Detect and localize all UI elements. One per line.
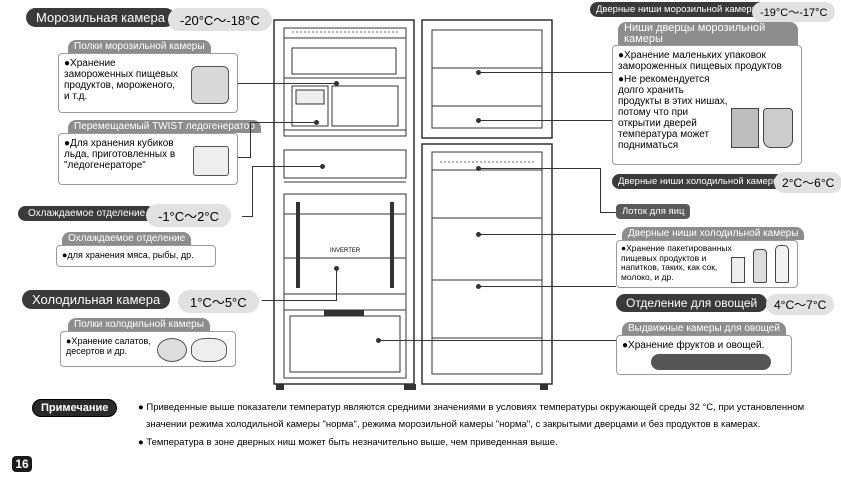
ice-maker-title: Перемещаемый TWIST ледогенератор xyxy=(68,120,261,133)
vegetable-title: Отделение для овощей xyxy=(616,294,768,312)
fridge-door-text: ●Хранение пакетированных пищевых продукт… xyxy=(621,243,732,282)
ice-maker-box: ●Для хранения кубиков льда, приготовленн… xyxy=(58,133,238,185)
vegetable-box-title: Выдвижные камеры для овощей xyxy=(622,322,786,335)
chill-title: Охлаждаемое отделение xyxy=(18,206,156,221)
vegetable-box: ●Хранение фруктов и овощей. xyxy=(616,335,792,375)
freezer-title: Морозильная камера xyxy=(26,8,175,27)
vegetable-box-text: ●Хранение фруктов и овощей. xyxy=(622,340,765,351)
egg-tray-label: Лоток для яиц xyxy=(616,204,691,219)
milk-carton-icon xyxy=(731,257,745,283)
freezer-shelves-text: ●Хранение замороженных пищевых продуктов… xyxy=(64,58,179,102)
fridge-title: Холодильная камера xyxy=(22,290,171,309)
freezer-door-temp: -19°C～-17°C xyxy=(752,2,836,22)
ice-maker-text: ●Для хранения кубиков льда, приготовленн… xyxy=(64,138,176,171)
fridge-door-title: Дверные ниши холодильной камеры xyxy=(612,174,786,189)
fridge-door-temp: 2°C～6°C xyxy=(774,172,841,193)
note-line-1: ● Приведенные выше показатели температур… xyxy=(138,402,805,413)
freezer-temp: -20°C～-18°C xyxy=(168,8,272,31)
fridge-shelves-box: ●Хранение салатов, десертов и др. xyxy=(60,331,236,367)
note-line-2: значении режима холодильной камеры "норм… xyxy=(146,419,761,430)
note-line-3: ● Температура в зоне дверных ниш может б… xyxy=(138,437,558,448)
juice-bottle-icon xyxy=(753,249,767,283)
refrigerator-illustration: INVERTER xyxy=(273,19,553,390)
freezer-door-text1: ●Хранение маленьких упаковок замороженны… xyxy=(618,50,782,72)
page-number: 16 xyxy=(12,456,32,472)
freezer-door-box: ●Хранение маленьких упаковок замороженны… xyxy=(612,45,802,165)
salad-bowl-icon xyxy=(157,338,187,362)
inverter-label: INVERTER xyxy=(330,248,361,254)
chill-box-text: ●для хранения мяса, рыбы, др. xyxy=(62,250,194,260)
frozen-bag-icon xyxy=(763,108,793,148)
chill-box-title: Охлаждаемое отделение xyxy=(62,232,192,245)
note-badge: Примечание xyxy=(32,399,118,417)
ice-cream-icon xyxy=(191,66,229,104)
chill-temp: -1°C～2°C xyxy=(146,204,231,227)
freezer-door-title: Дверные ниши морозильной камеры xyxy=(590,2,765,17)
fridge-door-box-title: Дверные ниши холодильной камеры xyxy=(622,227,805,240)
water-bottle-icon xyxy=(775,245,789,283)
vegetables-icon xyxy=(651,354,771,370)
freezer-shelves-title: Полки морозильной камеры xyxy=(68,40,211,53)
fridge-shelves-text: ●Хранение салатов, десертов и др. xyxy=(66,336,151,356)
fridge-shelves-title: Полки холодильной камеры xyxy=(68,318,210,331)
ice-cubes-icon xyxy=(193,146,229,176)
freezer-door-box-title: Ниши дверцы морозильной камеры xyxy=(618,22,798,46)
vegetable-temp: 4°C～7°C xyxy=(766,294,835,315)
fridge-temp: 1°C～5°C xyxy=(178,290,259,313)
chill-box: ●для хранения мяса, рыбы, др. xyxy=(56,245,216,267)
dessert-dish-icon xyxy=(191,338,227,362)
fridge-door-box: ●Хранение пакетированных пищевых продукт… xyxy=(616,240,798,288)
freezer-shelves-box: ●Хранение замороженных пищевых продуктов… xyxy=(58,53,238,113)
frozen-package-icon xyxy=(731,108,759,148)
freezer-door-text2: ●Не рекомендуется долго хранить продукты… xyxy=(618,74,728,151)
